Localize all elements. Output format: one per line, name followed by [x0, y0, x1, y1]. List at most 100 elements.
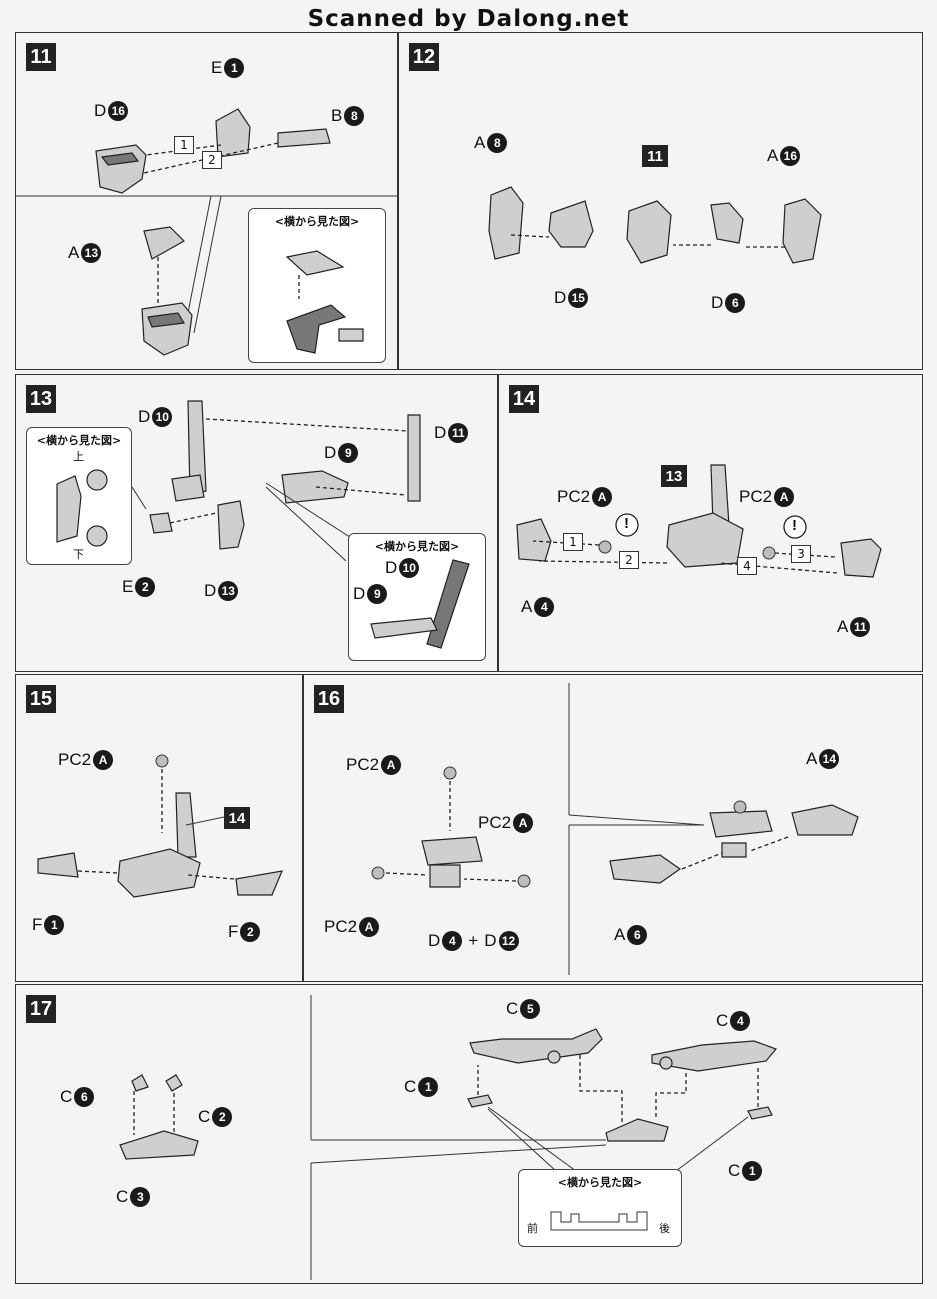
part-number: 1: [44, 915, 65, 935]
part-number: 16: [780, 146, 801, 166]
part-number: 9: [367, 584, 388, 604]
part-letter: PC2: [324, 917, 358, 936]
step-number: 13: [26, 385, 56, 413]
side-view-caption: <横から見た図>: [557, 1176, 643, 1189]
part-letter: C: [60, 1087, 73, 1106]
order-1: 1: [174, 136, 194, 154]
part-number: A: [513, 813, 534, 833]
part-number: 16: [108, 101, 129, 121]
step-number: 14: [509, 385, 539, 413]
side-view-diagram: [370, 559, 470, 649]
step-number: 16: [314, 685, 344, 713]
step-reference: 13: [661, 465, 687, 487]
part-number: 13: [218, 581, 239, 601]
part-letter: PC2: [58, 750, 92, 769]
side-view-callout: <横から見た図>: [248, 208, 386, 363]
part-letter: D: [484, 931, 497, 950]
scan-watermark: Scanned by Dalong.net: [307, 6, 630, 32]
step-number: 12: [409, 43, 439, 71]
plus-sign: +: [468, 931, 479, 950]
step-16-illustration: [371, 683, 859, 975]
side-view-caption: <横から見た図>: [374, 540, 460, 553]
side-view-caption: <横から見た図>: [36, 434, 122, 447]
order-3: 3: [791, 545, 811, 563]
part-letter: A: [837, 617, 849, 636]
part-letter: D: [94, 101, 107, 120]
label-step13-ref: 13: [661, 465, 687, 487]
warning-mark-right: !: [792, 517, 797, 534]
part-number: 1: [742, 1161, 763, 1181]
label-step14-ref: 14: [224, 807, 250, 829]
step-13-illustration: [131, 400, 421, 562]
part-number: 2: [240, 922, 261, 942]
step-12-illustration: [488, 186, 822, 264]
side-view-callout-left: <横から見た図> 上 下: [26, 427, 132, 565]
part-letter: C: [404, 1077, 417, 1096]
part-number: A: [774, 487, 795, 507]
part-number: 6: [725, 293, 746, 313]
part-letter: D: [324, 443, 337, 462]
part-number: A: [359, 917, 380, 937]
down-label: 下: [73, 549, 84, 561]
order-2: 2: [619, 551, 639, 569]
part-letter: D: [385, 558, 398, 577]
part-number: 9: [338, 443, 359, 463]
part-number: 2: [135, 577, 156, 597]
part-letter: A: [767, 146, 779, 165]
part-number: 12: [498, 931, 519, 951]
part-number: 4: [442, 931, 463, 951]
part-number: 15: [568, 288, 589, 308]
part-letter: D: [428, 931, 441, 950]
order-1: 1: [563, 533, 583, 551]
part-letter: A: [614, 925, 626, 944]
part-number: 8: [344, 106, 365, 126]
part-number: A: [592, 487, 613, 507]
part-letter: D: [138, 407, 151, 426]
part-letter: F: [228, 922, 239, 941]
step-15-illustration: [37, 754, 283, 898]
back-label: 後: [659, 1223, 670, 1235]
part-letter: D: [554, 288, 567, 307]
part-number: 8: [487, 133, 508, 153]
part-letter: E: [122, 577, 134, 596]
part-letter: A: [68, 243, 80, 262]
part-number: 11: [448, 423, 469, 443]
step-14-illustration: [516, 464, 882, 578]
side-view-diagram: [56, 469, 108, 547]
part-number: 1: [418, 1077, 439, 1097]
part-letter: B: [331, 106, 343, 125]
step-reference: 14: [224, 807, 250, 829]
part-letter: PC2: [346, 755, 380, 774]
part-number: 6: [74, 1087, 95, 1107]
part-letter: D: [711, 293, 724, 312]
